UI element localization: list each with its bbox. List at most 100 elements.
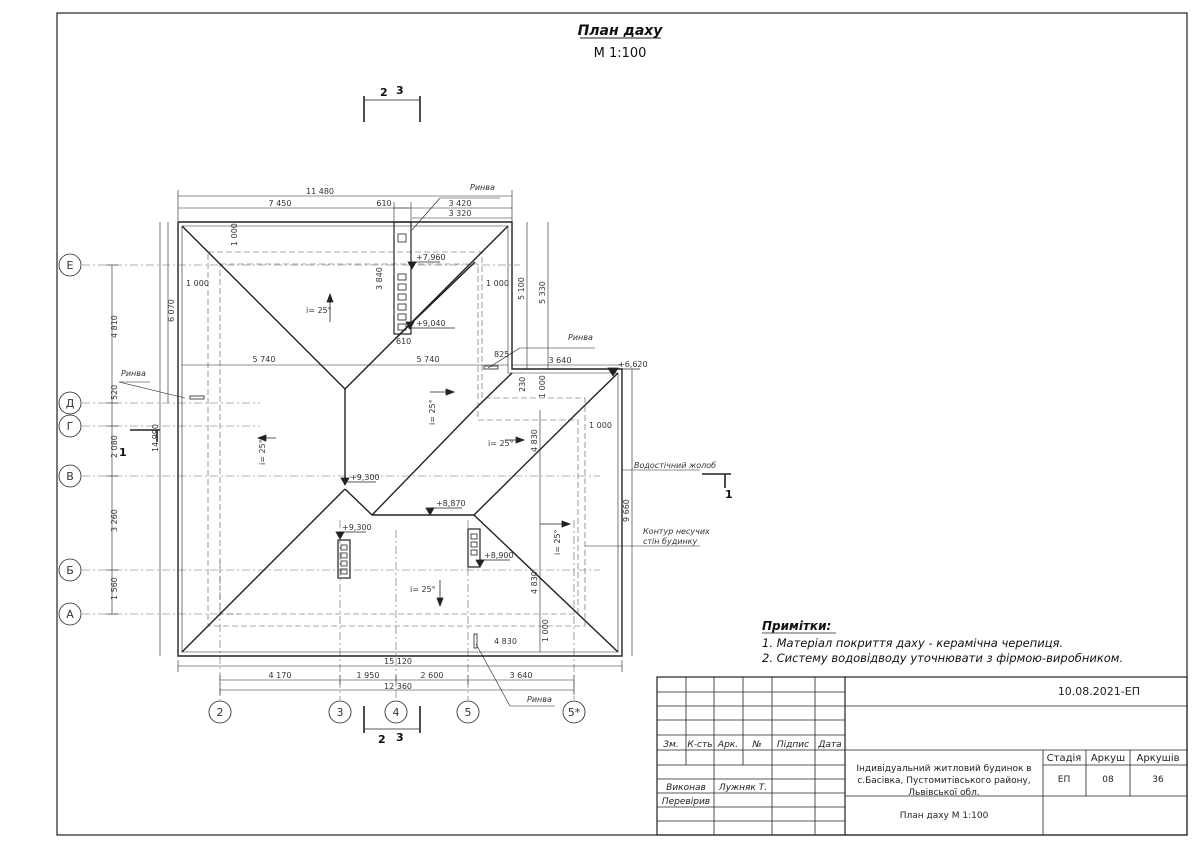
tb-sheets: 36 <box>1152 775 1164 785</box>
roof-ridges <box>181 225 619 653</box>
label-rynva: Ринва <box>470 183 495 192</box>
level-label: +9,300 <box>342 523 372 532</box>
tb-project-line: Індивідуальний житловий будинок в <box>856 764 1031 774</box>
slope-label: i= 25° <box>428 399 437 425</box>
dim-bot-1950: 1 950 <box>357 671 380 680</box>
dim-row-520: 520 <box>110 385 119 400</box>
roof-vents <box>337 528 481 579</box>
section-mark-top: 2 3 <box>363 84 421 122</box>
dim-14990: 14 990 <box>151 424 160 452</box>
dim-3640-top: 3 640 <box>549 356 572 365</box>
dim-overhang: 1 000 <box>186 279 209 288</box>
svg-text:3: 3 <box>396 84 404 97</box>
tb-drawing-name: План даху М 1:100 <box>900 811 989 821</box>
tb-sheets-label: Аркушів <box>1137 752 1180 764</box>
tb-project-line: Львівської обл. <box>908 788 979 798</box>
gutter-mark <box>473 633 478 649</box>
dim-chimney-h: 3 840 <box>375 267 384 290</box>
tb-code: 10.08.2021-ЕП <box>1058 685 1140 698</box>
tb-role: Виконав <box>666 783 706 793</box>
dim-overhang: 1 000 <box>230 223 239 246</box>
axis-5: 5 <box>465 706 472 719</box>
label-rynva: Ринва <box>568 333 593 342</box>
axis-2: 2 <box>217 706 224 719</box>
dimension-lines-left <box>106 222 169 656</box>
label-walls-contour: Контур несучих <box>643 527 710 536</box>
label-gutter: Водостічний жолоб <box>634 461 716 470</box>
tb-header: Підпис <box>777 740 809 750</box>
drawing-scale: М 1:100 <box>594 46 647 61</box>
label-walls-contour: стін будинку <box>643 537 698 546</box>
dim-overhang: 1 000 <box>538 375 547 398</box>
level-label: +8,900 <box>484 551 514 560</box>
level-label: +6,620 <box>618 360 648 369</box>
tb-sheet-label: Аркуш <box>1091 753 1125 764</box>
dim-top-left: 7 450 <box>269 199 292 208</box>
svg-text:1: 1 <box>119 446 127 459</box>
section-mark-bottom: 2 3 <box>363 706 421 746</box>
dim-overhang: 1 000 <box>486 279 509 288</box>
notes-heading: Примітки: <box>762 619 831 633</box>
dim-overhang: 1 000 <box>541 619 550 642</box>
dim-mid-left: 5 740 <box>253 355 276 364</box>
roof-outline <box>177 221 623 657</box>
tb-sheet: 08 <box>1102 775 1114 785</box>
note-item: 2. Систему водовідводу уточнювати з фірм… <box>762 651 1123 665</box>
slope-label: i= 25° <box>410 585 436 594</box>
tb-header: Зм. <box>663 740 678 750</box>
level-label: +9,040 <box>416 319 446 328</box>
axis-b: Б <box>66 564 74 577</box>
svg-text:2: 2 <box>380 86 388 99</box>
section-mark-right: 1 <box>702 473 733 501</box>
chimney <box>393 221 412 335</box>
col-axis-bubbles: 2 3 4 5 5* <box>208 700 586 724</box>
dim-230: 230 <box>518 377 527 392</box>
dim-5100: 5 100 <box>517 277 526 300</box>
dim-top-right-1: 3 420 <box>449 199 472 208</box>
dim-row-2080: 2 080 <box>110 435 119 458</box>
dim-mid-right: 5 740 <box>417 355 440 364</box>
dimension-lines-top <box>177 190 513 222</box>
tb-project-line: с.Басівка, Пустомитівського району, <box>857 776 1030 786</box>
axis-4: 4 <box>393 706 400 719</box>
level-markers <box>335 261 640 568</box>
dimension-lines-right <box>526 222 633 656</box>
tb-stage-label: Стадія <box>1047 752 1082 764</box>
note-item: 1. Матеріал покриття даху - керамічна че… <box>762 636 1063 650</box>
label-rynva: Ринва <box>121 369 146 378</box>
svg-text:3: 3 <box>396 731 404 744</box>
dim-bot-12360: 12 360 <box>384 682 412 691</box>
leader-lines <box>118 197 700 707</box>
slope-label: i= 25° <box>306 306 332 315</box>
dimension-lines-bottom <box>177 660 623 695</box>
axis-a: А <box>66 608 74 621</box>
dim-row-4810: 4 810 <box>110 315 119 338</box>
axis-v: В <box>66 470 74 483</box>
drawing-title: План даху <box>578 23 664 39</box>
svg-text:1: 1 <box>725 488 733 501</box>
slope-label: i= 25° <box>553 529 562 555</box>
tb-header: К-сть <box>687 740 712 750</box>
row-axis-bubbles: Е Д Г В Б А <box>58 253 82 626</box>
title-block <box>656 676 1188 836</box>
axis-g: Г <box>67 420 74 433</box>
dim-6070: 6 070 <box>167 299 176 322</box>
dim-9660: 9 660 <box>622 499 631 522</box>
dim-bot-2600: 2 600 <box>421 671 444 680</box>
gutter-mark <box>483 365 499 370</box>
tb-header: № <box>751 740 761 750</box>
dim-top-mid: 610 <box>376 199 391 208</box>
tb-name: Лужняк Т. <box>718 783 767 793</box>
tb-role: Перевірив <box>662 797 710 807</box>
axis-e: Е <box>67 259 74 272</box>
axis-d: Д <box>66 397 75 410</box>
dim-row-3260: 3 260 <box>110 509 119 532</box>
dim-top-right-2: 3 320 <box>449 209 472 218</box>
sheet-frame <box>56 12 1188 836</box>
dim-5330: 5 330 <box>538 281 547 304</box>
dim-bot-4170: 4 170 <box>269 671 292 680</box>
dim-bot-3640: 3 640 <box>510 671 533 680</box>
gutter-mark <box>189 395 205 400</box>
